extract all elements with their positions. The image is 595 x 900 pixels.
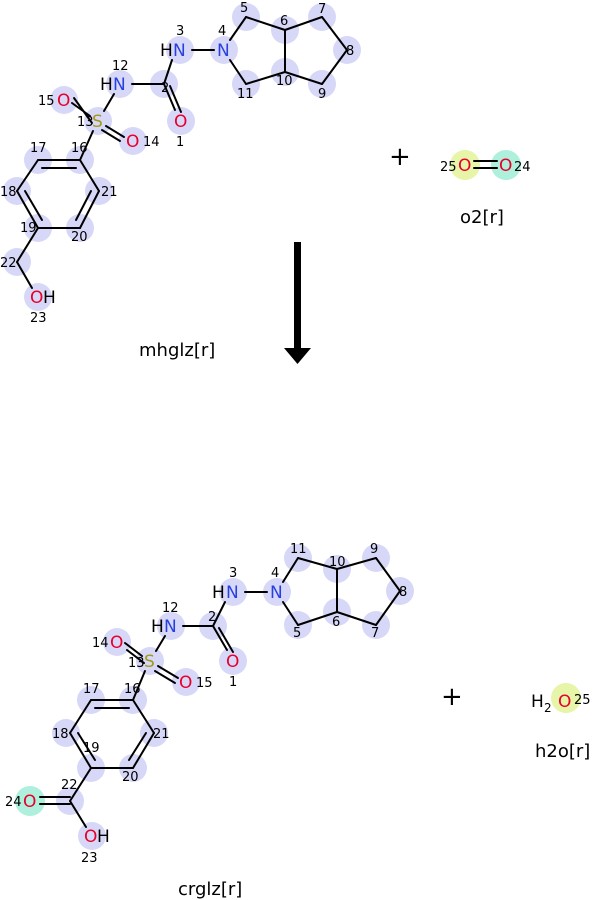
svg-text:5: 5 xyxy=(293,626,301,641)
svg-text:9: 9 xyxy=(318,87,326,102)
reactant-o2-name: o2[r] xyxy=(460,207,504,228)
atom-numbers: 3 4 5 6 7 8 9 10 11 2 1 12 13 14 15 16 1… xyxy=(0,1,354,326)
product-crglz: H N N H N S O O O O O H 3 4 11 10 9 8 7 … xyxy=(5,542,414,900)
svg-text:8: 8 xyxy=(399,585,407,600)
num-25: 25 xyxy=(440,160,457,175)
atom-o14: O xyxy=(126,132,139,152)
atom-o14: O xyxy=(110,633,123,653)
svg-text:19: 19 xyxy=(20,221,37,236)
atom-n3: N xyxy=(173,41,186,61)
atom-n4: N xyxy=(217,41,230,61)
atom-n12-h: H xyxy=(100,75,113,95)
atom-n3-h: H xyxy=(160,41,173,61)
product-h2o-name: h2o[r] xyxy=(535,741,590,762)
atom-n12: N xyxy=(113,75,126,95)
atom-n12-h: H xyxy=(151,617,164,637)
atom-o25: O xyxy=(558,692,571,712)
atom-o23-h: H xyxy=(97,827,110,847)
svg-text:21: 21 xyxy=(153,727,170,742)
svg-text:24: 24 xyxy=(5,795,22,810)
svg-text:22: 22 xyxy=(0,256,17,271)
plus-sign-reactants: + xyxy=(389,142,411,172)
svg-text:9: 9 xyxy=(370,542,378,557)
svg-text:4: 4 xyxy=(218,24,226,39)
atom-o23-h: H xyxy=(43,288,56,308)
plus-sign-products: + xyxy=(441,682,463,712)
num-24: 24 xyxy=(514,160,531,175)
svg-text:20: 20 xyxy=(71,230,88,245)
product-crglz-name: crglz[r] xyxy=(178,879,242,900)
svg-text:18: 18 xyxy=(0,185,17,200)
svg-text:12: 12 xyxy=(112,59,129,74)
svg-text:10: 10 xyxy=(276,74,293,89)
svg-text:15: 15 xyxy=(38,94,55,109)
svg-text:6: 6 xyxy=(332,615,340,630)
product-h2o: H 2 O 25 h2o[r] xyxy=(531,683,591,762)
reactant-mhglz-name: mhglz[r] xyxy=(139,340,215,361)
svg-text:21: 21 xyxy=(101,185,118,200)
svg-text:4: 4 xyxy=(271,566,279,581)
svg-text:5: 5 xyxy=(240,1,248,16)
bonds xyxy=(16,16,348,289)
svg-text:16: 16 xyxy=(71,141,88,156)
atom-s13: S xyxy=(92,112,103,132)
svg-text:17: 17 xyxy=(30,141,47,156)
svg-text:1: 1 xyxy=(176,135,184,150)
svg-text:23: 23 xyxy=(30,311,47,326)
svg-text:20: 20 xyxy=(122,770,139,785)
svg-text:3: 3 xyxy=(176,24,184,39)
svg-text:19: 19 xyxy=(83,741,100,756)
atom-n3: N xyxy=(226,583,239,603)
svg-text:11: 11 xyxy=(290,542,307,557)
svg-text:23: 23 xyxy=(81,851,98,866)
svg-text:22: 22 xyxy=(61,778,78,793)
svg-text:2: 2 xyxy=(161,81,169,96)
atom-o24: O xyxy=(23,792,36,812)
svg-text:7: 7 xyxy=(371,626,379,641)
atom-o15: O xyxy=(57,91,70,111)
atom-s13: S xyxy=(144,652,155,672)
svg-text:11: 11 xyxy=(237,87,254,102)
svg-text:1: 1 xyxy=(229,675,237,690)
svg-text:16: 16 xyxy=(124,682,141,697)
reactant-o2: O O 25 24 o2[r] xyxy=(440,150,531,228)
atom-o1: O xyxy=(226,652,239,672)
svg-text:8: 8 xyxy=(346,44,354,59)
svg-text:13: 13 xyxy=(77,115,94,130)
svg-text:17: 17 xyxy=(83,682,100,697)
atom-n3-h: H xyxy=(212,583,225,603)
atom-o24: O xyxy=(499,156,512,176)
atom-o1: O xyxy=(174,112,187,132)
atom-numbers: 3 4 11 10 9 8 7 6 5 2 1 12 13 14 15 16 1… xyxy=(5,542,407,866)
atom-highlights xyxy=(15,544,414,850)
svg-text:3: 3 xyxy=(229,566,237,581)
atom-o23: O xyxy=(84,827,97,847)
svg-text:14: 14 xyxy=(143,135,160,150)
reaction-arrow xyxy=(284,242,311,364)
svg-text:14: 14 xyxy=(92,636,109,651)
reactant-mhglz: H N N H N S O O O O H 3 4 5 6 7 8 9 10 1… xyxy=(0,1,361,361)
bonds xyxy=(39,557,401,828)
svg-text:6: 6 xyxy=(280,14,288,29)
svg-text:15: 15 xyxy=(196,676,213,691)
svg-text:18: 18 xyxy=(52,727,69,742)
atom-o25: O xyxy=(458,156,471,176)
svg-text:10: 10 xyxy=(329,555,346,570)
atom-h2-subscript: 2 xyxy=(544,701,552,715)
svg-text:7: 7 xyxy=(318,2,326,17)
svg-text:13: 13 xyxy=(128,656,145,671)
svg-text:2: 2 xyxy=(208,610,216,625)
atom-h2: H xyxy=(531,692,544,712)
atom-n4: N xyxy=(270,583,283,603)
svg-text:12: 12 xyxy=(162,601,179,616)
atom-o23: O xyxy=(30,288,43,308)
atom-n12: N xyxy=(164,617,177,637)
num-25: 25 xyxy=(574,693,591,708)
atom-o15: O xyxy=(179,673,192,693)
